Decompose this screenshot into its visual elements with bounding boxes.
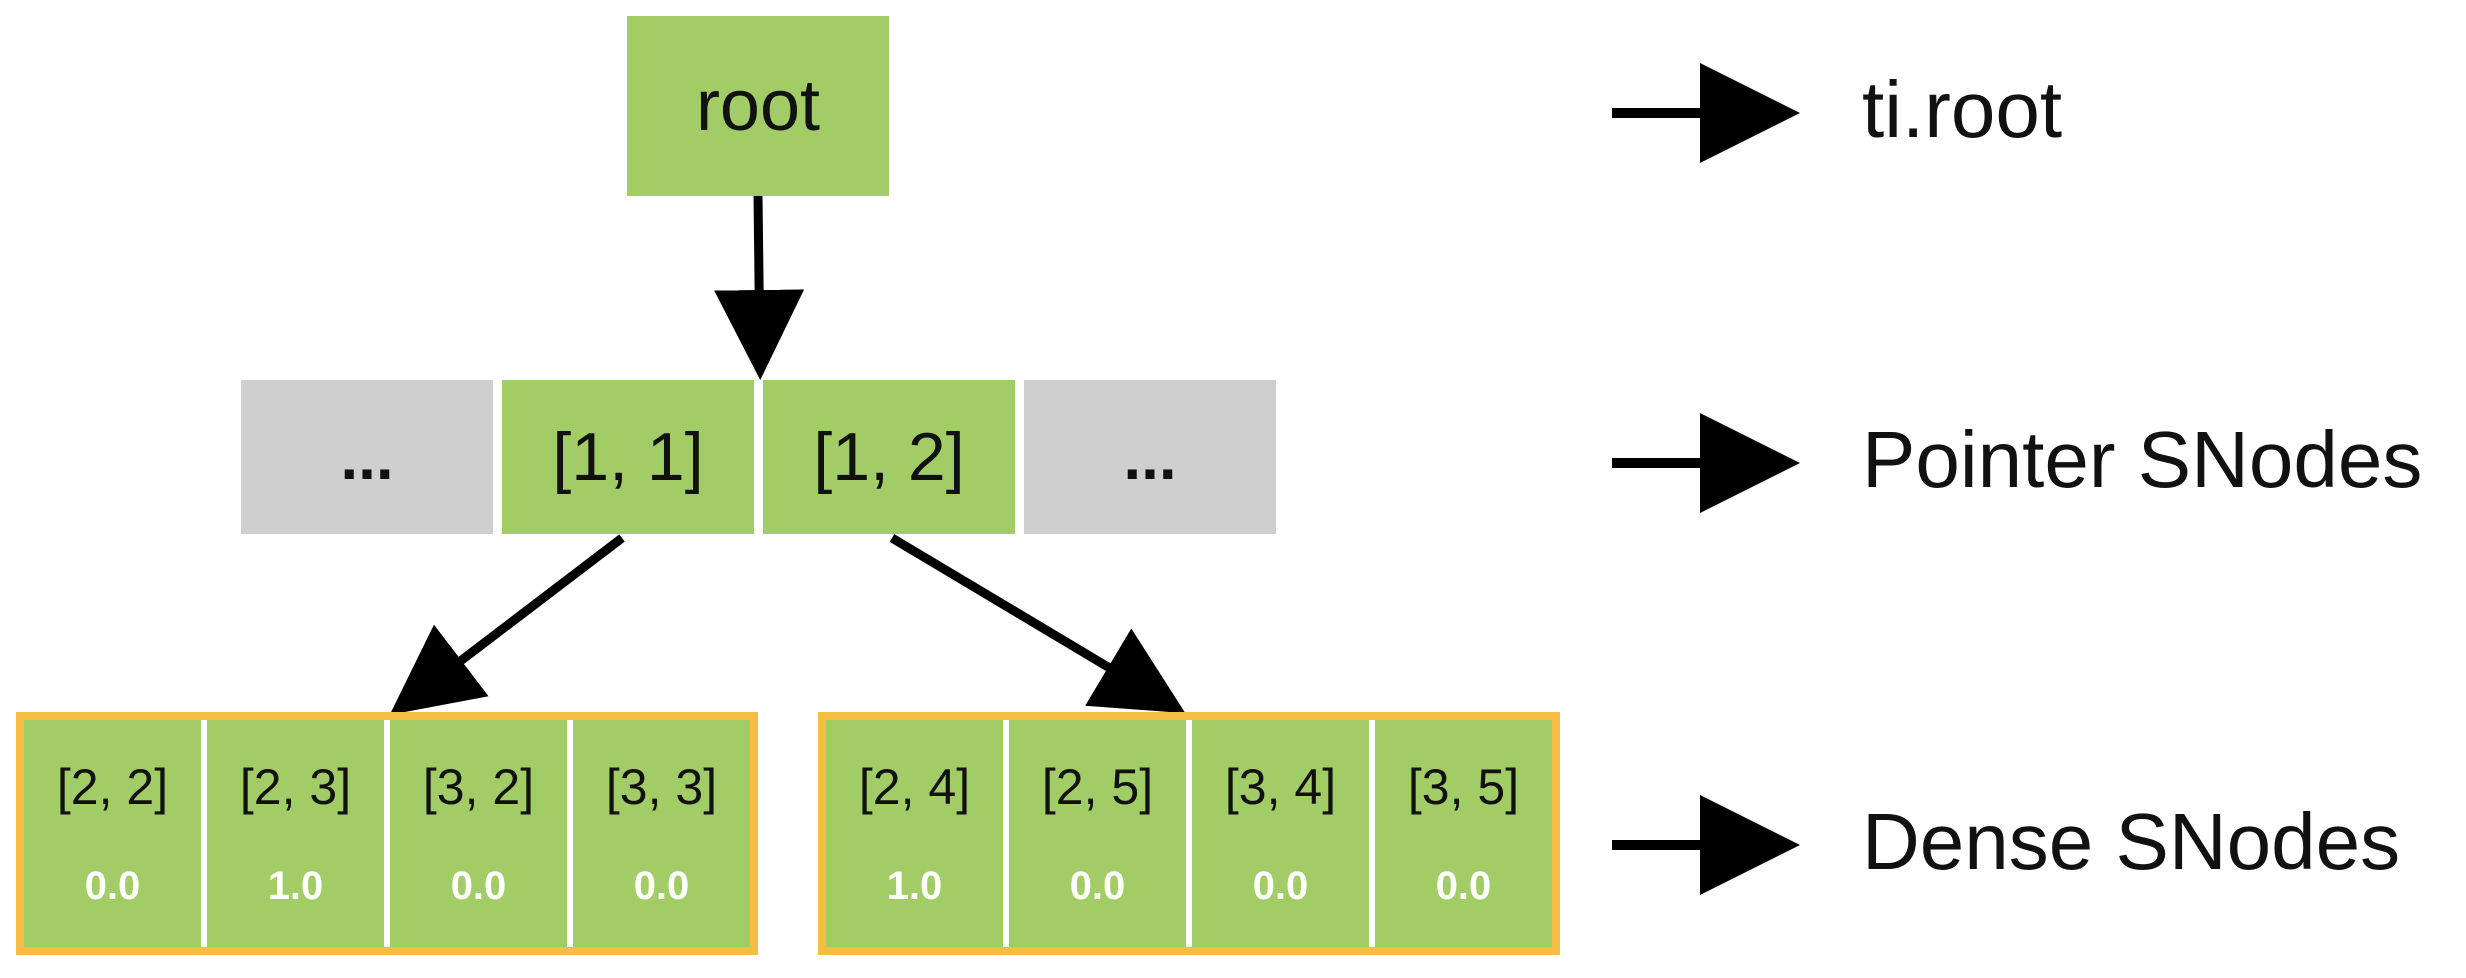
legend-dense-label: Dense SNodes — [1862, 797, 2401, 886]
dense-cell-value: 1.0 — [267, 864, 324, 908]
legend-root-label: ti.root — [1862, 65, 2063, 154]
dense-group-1: [2, 2] 0.0 [2, 3] 1.0 [3, 2] 0.0 [3, 3] … — [16, 712, 758, 955]
dense-cell: [2, 2] 0.0 — [24, 720, 201, 947]
dense-cell-value: 0.0 — [1435, 864, 1492, 908]
root-node: root — [627, 16, 889, 196]
dense-cell-value: 0.0 — [450, 864, 507, 908]
dense-cell: [2, 5] 0.0 — [1003, 720, 1186, 947]
dense-cell-index: [2, 2] — [56, 759, 169, 815]
dense-cell-index: [2, 4] — [858, 759, 971, 815]
legend-pointer-label: Pointer SNodes — [1862, 415, 2423, 504]
pointer11-to-dense-arrow — [389, 534, 625, 715]
root-node-label: root — [695, 66, 821, 146]
dense-cell: [2, 3] 1.0 — [201, 720, 384, 947]
dense-cell-value: 0.0 — [1069, 864, 1126, 908]
pointer-node-ellipsis-left: ... — [241, 380, 493, 534]
dense-cell-index: [2, 5] — [1041, 759, 1154, 815]
dense-cell-value: 0.0 — [84, 864, 141, 908]
pointer-node-label: ... — [1123, 421, 1177, 493]
pointer-node-1-1: [1, 1] — [502, 380, 754, 534]
dense-cell-value: 0.0 — [1252, 864, 1309, 908]
dense-group-2: [2, 4] 1.0 [2, 5] 0.0 [3, 4] 0.0 [3, 5] … — [818, 712, 1560, 955]
pointer-node-label: [1, 2] — [813, 419, 965, 495]
dense-cell-index: [3, 4] — [1224, 759, 1337, 815]
pointer-node-label: [1, 1] — [552, 419, 704, 495]
dense-cell-value: 0.0 — [633, 864, 690, 908]
pointer-node-label: ... — [340, 421, 394, 493]
dense-cell-index: [3, 2] — [422, 759, 535, 815]
root-to-pointer-arrow — [714, 195, 805, 380]
dense-cell: [2, 4] 1.0 — [826, 720, 1003, 947]
pointer12-to-dense-arrow — [889, 534, 1186, 714]
dense-cell: [3, 3] 0.0 — [567, 720, 750, 947]
dense-cell: [3, 2] 0.0 — [384, 720, 567, 947]
pointer-node-1-2: [1, 2] — [763, 380, 1015, 534]
dense-cell-index: [3, 3] — [605, 759, 718, 815]
dense-cell-value: 1.0 — [886, 864, 943, 908]
dense-cell: [3, 5] 0.0 — [1369, 720, 1552, 947]
dense-cell-index: [2, 3] — [239, 759, 352, 815]
dense-cell: [3, 4] 0.0 — [1186, 720, 1369, 947]
dense-cell-index: [3, 5] — [1407, 759, 1520, 815]
pointer-node-ellipsis-right: ... — [1024, 380, 1276, 534]
